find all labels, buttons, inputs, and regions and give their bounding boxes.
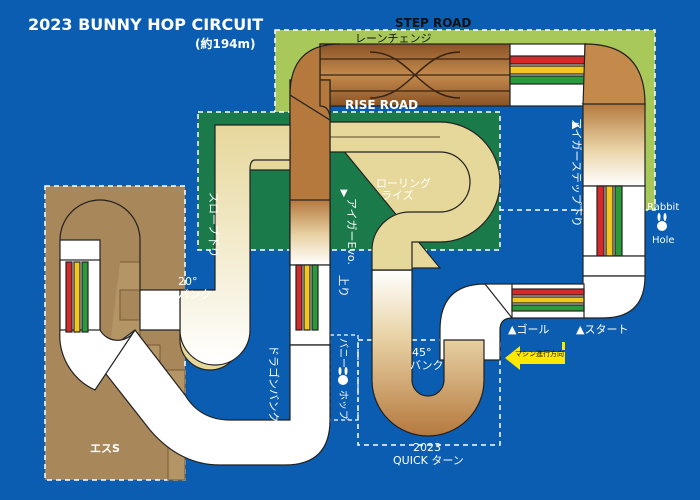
eiger-up-label-2: 上り [337,275,350,297]
rolling-rise-label-2: ライズ [381,188,414,202]
bunny-icon [338,367,348,385]
goal-label: ▲ゴール [508,322,549,336]
marker-step: ▶ [572,120,580,131]
quick-turn-label-1: 2023 [413,441,441,454]
dragon-bank-label: ドラゴンバンク [267,345,281,423]
esses-zone-border [44,185,186,481]
circuit-title: 2023 BUNNY HOP CIRCUIT [28,15,263,34]
marker-eiger: ▼ [340,188,348,199]
step-road-label: STEP ROAD [395,16,471,30]
quick-turn [371,269,485,437]
bank20-label-1: 20° [178,275,198,288]
esses-label: エスS [90,442,120,455]
bank20-label-2: バンク [178,288,212,301]
track-step-down [582,103,646,187]
circuit-length: (約194m) [195,36,256,51]
rabbit-hole-label-1: Rabbit [647,202,679,213]
slope-down-label: スロープ下り [207,192,220,257]
step-color-band [509,43,586,107]
rabbit-hole-label-2: Hole [652,235,675,246]
bank45-label-2: バンク [410,359,444,372]
rolling-rise-label-1: ローリング [376,176,431,190]
esses-track [59,199,181,391]
rabbit-icon [657,213,667,231]
step-down-label: アイガーステップ下り [570,118,583,227]
start-label: ▲スタート [576,323,628,336]
track [59,43,646,466]
direction-arrow: マシン進行方向 [505,342,565,370]
bottom-sweeper [94,329,331,466]
direction-label: マシン進行方向 [515,349,564,358]
quick-turn-label-2: QUICK ターン [393,454,464,467]
bunny-hop-label-2: ホップ [337,390,349,420]
rise-road-label: RISE ROAD [345,98,418,112]
bank45-label-1: 45° [412,346,432,359]
eiger-up-label-1: アイガーEvo. [345,198,358,265]
lane-change-label: レーンチェンジ [355,32,431,45]
bunny-hop-label: バニー [337,338,349,368]
